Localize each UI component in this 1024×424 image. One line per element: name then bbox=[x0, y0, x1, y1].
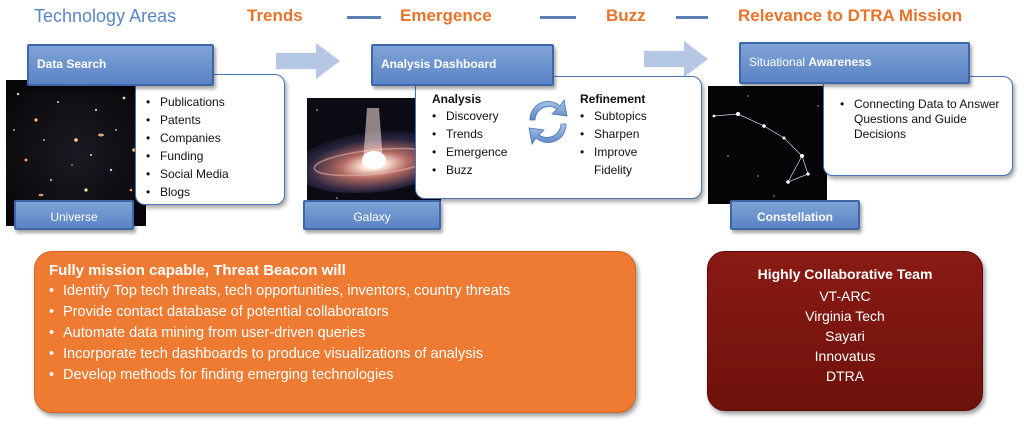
header-buzz: Buzz bbox=[606, 6, 646, 25]
analysis-title: Analysis bbox=[432, 92, 482, 106]
constellation-label: Constellation bbox=[730, 200, 860, 230]
cycle-arrows-icon bbox=[528, 98, 568, 146]
team-member: Virginia Tech bbox=[805, 308, 885, 324]
list-item: Trends bbox=[432, 125, 507, 143]
list-item: Subtopics bbox=[580, 107, 690, 125]
list-item: Buzz bbox=[432, 161, 507, 179]
header-dash bbox=[540, 16, 576, 19]
list-item: Blogs bbox=[146, 183, 284, 201]
list-item: Sharpen bbox=[580, 125, 690, 143]
universe-label: Universe bbox=[14, 200, 134, 230]
refinement-column: Refinement Subtopics Sharpen Improve Fid… bbox=[580, 91, 690, 179]
team-member: Innovatus bbox=[814, 348, 876, 364]
list-item: Patents bbox=[146, 111, 284, 129]
situational-awareness-header: Situational Awareness bbox=[739, 42, 970, 84]
data-search-label: Data Search bbox=[37, 57, 107, 71]
team-title: Highly Collaborative Team bbox=[757, 266, 933, 282]
situational-label: Situational bbox=[749, 55, 809, 69]
capabilities-box: Fully mission capable, Threat Beacon wil… bbox=[34, 251, 636, 413]
list-item: Connecting Data to Answer Questions and … bbox=[840, 97, 1004, 142]
relevance-box: Connecting Data to Answer Questions and … bbox=[823, 76, 1013, 176]
header-relevance: Relevance to DTRA Mission bbox=[738, 6, 963, 25]
header-dash bbox=[347, 16, 381, 19]
galaxy-label: Galaxy bbox=[303, 200, 441, 230]
list-item: Develop methods for finding emerging tec… bbox=[49, 365, 621, 386]
list-item: Social Media bbox=[146, 165, 284, 183]
header-emergence: Emergence bbox=[400, 6, 492, 25]
list-item: Discovery bbox=[432, 107, 507, 125]
awareness-label: Awareness bbox=[808, 55, 872, 69]
analysis-box: Analysis Discovery Trends Emergence Buzz… bbox=[415, 76, 702, 199]
analysis-column: Analysis Discovery Trends Emergence Buzz bbox=[432, 91, 507, 179]
flow-arrow-icon bbox=[276, 43, 340, 79]
flow-arrow-icon bbox=[644, 41, 708, 77]
header-technology-areas: Technology Areas bbox=[34, 6, 177, 26]
list-item: Identify Top tech threats, tech opportun… bbox=[49, 281, 621, 302]
header-dash bbox=[676, 16, 708, 19]
list-item: Incorporate tech dashboards to produce v… bbox=[49, 344, 621, 365]
team-box: Highly Collaborative Team VT-ARC Virgini… bbox=[707, 251, 983, 411]
list-item: Publications bbox=[146, 93, 284, 111]
list-item: Improve Fidelity bbox=[580, 143, 650, 179]
header-trends: Trends bbox=[247, 6, 303, 25]
team-member: Sayari bbox=[825, 328, 865, 344]
data-sources-box: Publications Patents Companies Funding S… bbox=[135, 74, 285, 205]
capabilities-title: Fully mission capable, Threat Beacon wil… bbox=[49, 262, 346, 279]
data-search-header: Data Search bbox=[27, 44, 214, 86]
team-member: VT-ARC bbox=[819, 288, 871, 304]
refinement-title: Refinement bbox=[580, 92, 646, 106]
list-item: Provide contact database of potential co… bbox=[49, 302, 621, 323]
constellation-image bbox=[708, 86, 827, 204]
list-item: Emergence bbox=[432, 143, 507, 161]
list-item: Companies bbox=[146, 129, 284, 147]
list-item: Funding bbox=[146, 147, 284, 165]
team-member: DTRA bbox=[825, 368, 865, 384]
list-item: Automate data mining from user-driven qu… bbox=[49, 323, 621, 344]
analysis-dashboard-label: Analysis Dashboard bbox=[381, 57, 497, 71]
analysis-dashboard-header: Analysis Dashboard bbox=[371, 44, 554, 86]
